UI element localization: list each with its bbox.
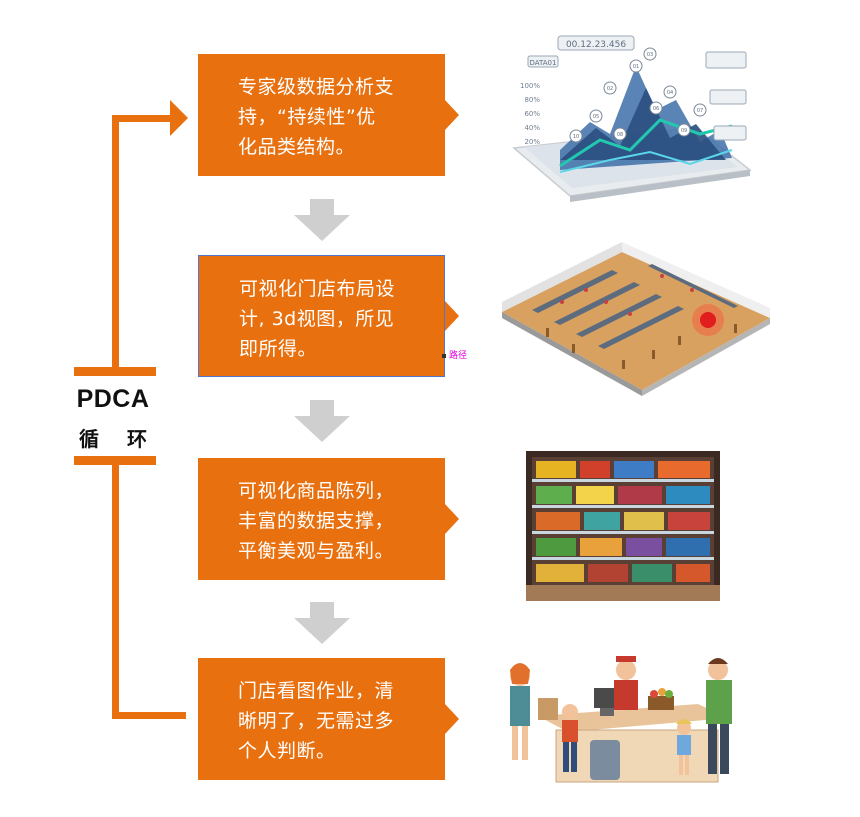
pin-label-06: 06 bbox=[653, 106, 659, 112]
pin-label-04: 04 bbox=[667, 90, 673, 96]
pin-label-09: 09 bbox=[681, 128, 687, 134]
loop-vertical-bottom bbox=[112, 460, 119, 719]
loop-vertical-top bbox=[112, 115, 119, 372]
customer-boy bbox=[562, 704, 578, 772]
loop-cap-top bbox=[74, 367, 156, 376]
pin-07 bbox=[693, 103, 707, 117]
chart-pins bbox=[569, 47, 707, 143]
step-3-text: 可视化商品陈列， 丰富的数据支撑， 平衡美观与盈利。 bbox=[238, 480, 395, 562]
pdca-char-1: 循 bbox=[79, 429, 99, 451]
step-4-text: 门店看图作业，清 晰明了，无需过多 个人判断。 bbox=[238, 680, 395, 762]
pin-04 bbox=[663, 85, 677, 99]
loop-top-connector bbox=[112, 115, 174, 122]
path-tag: 路径 bbox=[449, 351, 468, 361]
step-box-4: 门店看图作业，清 晰明了，无需过多 个人判断。 bbox=[198, 658, 445, 780]
pdca-char-2: 环 bbox=[127, 429, 147, 451]
step-2-text: 可视化门店布局设 计, 3d视图，所见 即所得。 bbox=[239, 278, 396, 360]
pin-label-03: 03 bbox=[647, 52, 653, 58]
pin-label-07: 07 bbox=[697, 108, 703, 114]
pin-01 bbox=[629, 59, 643, 73]
pdca-label: PDCA bbox=[76, 385, 150, 413]
customer-girl bbox=[676, 719, 692, 775]
shelf-illustration bbox=[526, 451, 720, 601]
loop-bottom-connector bbox=[112, 712, 186, 719]
anchor-mark bbox=[442, 354, 446, 358]
step-box-2: 可视化门店布局设 计, 3d视图，所见 即所得。 bbox=[198, 255, 445, 377]
y-tick-40: 40% bbox=[524, 124, 540, 132]
pin-02 bbox=[603, 81, 617, 95]
pin-labels: 01 02 03 04 05 06 07 08 09 10 bbox=[573, 52, 703, 140]
pin-label-02: 02 bbox=[607, 86, 613, 92]
checkout-illustration bbox=[510, 656, 732, 783]
step-4-notch bbox=[445, 704, 459, 734]
down-arrow-3 bbox=[294, 602, 350, 644]
cashier bbox=[614, 656, 638, 710]
customer-woman bbox=[510, 663, 530, 760]
pin-label-08: 08 bbox=[617, 132, 623, 138]
step-2-notch bbox=[445, 301, 459, 331]
pdca-sub-label: 循环 bbox=[60, 423, 166, 452]
step-box-3: 可视化商品陈列， 丰富的数据支撑， 平衡美观与盈利。 bbox=[198, 458, 445, 580]
step-box-1: 专家级数据分析支 持，“持续性”优 化品类结构。 bbox=[198, 54, 445, 176]
products bbox=[536, 461, 710, 582]
y-tick-60: 60% bbox=[524, 110, 540, 118]
customer-man bbox=[706, 658, 732, 774]
pin-10 bbox=[569, 129, 583, 143]
pin-06 bbox=[649, 101, 663, 115]
y-tick-80: 80% bbox=[524, 96, 540, 104]
shoppers bbox=[546, 324, 737, 369]
tablet-chart-illustration: 00.12.23.456 DATA01 100% 80% 60% 40% 20%… bbox=[512, 35, 752, 202]
step-1-notch bbox=[445, 100, 459, 130]
y-tick-20: 20% bbox=[524, 138, 540, 146]
step-1-text: 专家级数据分析支 持，“持续性”优 化品类结构。 bbox=[238, 76, 395, 158]
grocery-bag bbox=[538, 698, 558, 720]
product-dots bbox=[560, 274, 694, 316]
pin-label-05: 05 bbox=[593, 114, 599, 120]
side-notes bbox=[705, 51, 747, 141]
shelf-rows bbox=[532, 264, 738, 349]
store-floorplan-illustration bbox=[502, 242, 770, 396]
pin-label-10: 10 bbox=[573, 134, 579, 140]
down-arrow-2 bbox=[294, 400, 350, 442]
y-tick-100: 100% bbox=[520, 82, 540, 90]
step-3-notch bbox=[445, 504, 459, 534]
pin-08 bbox=[613, 127, 627, 141]
produce-basket bbox=[648, 688, 674, 710]
pin-05 bbox=[589, 109, 603, 123]
shelf-boards bbox=[532, 479, 714, 560]
dashboard-id-label: 00.12.23.456 bbox=[566, 40, 626, 50]
pin-09 bbox=[677, 123, 691, 137]
pin-03 bbox=[643, 47, 657, 61]
pin-label-01: 01 bbox=[633, 64, 639, 70]
down-arrow-1 bbox=[294, 199, 350, 241]
loop-arrow-head bbox=[170, 100, 188, 136]
dashboard-data-label: DATA01 bbox=[530, 59, 557, 67]
